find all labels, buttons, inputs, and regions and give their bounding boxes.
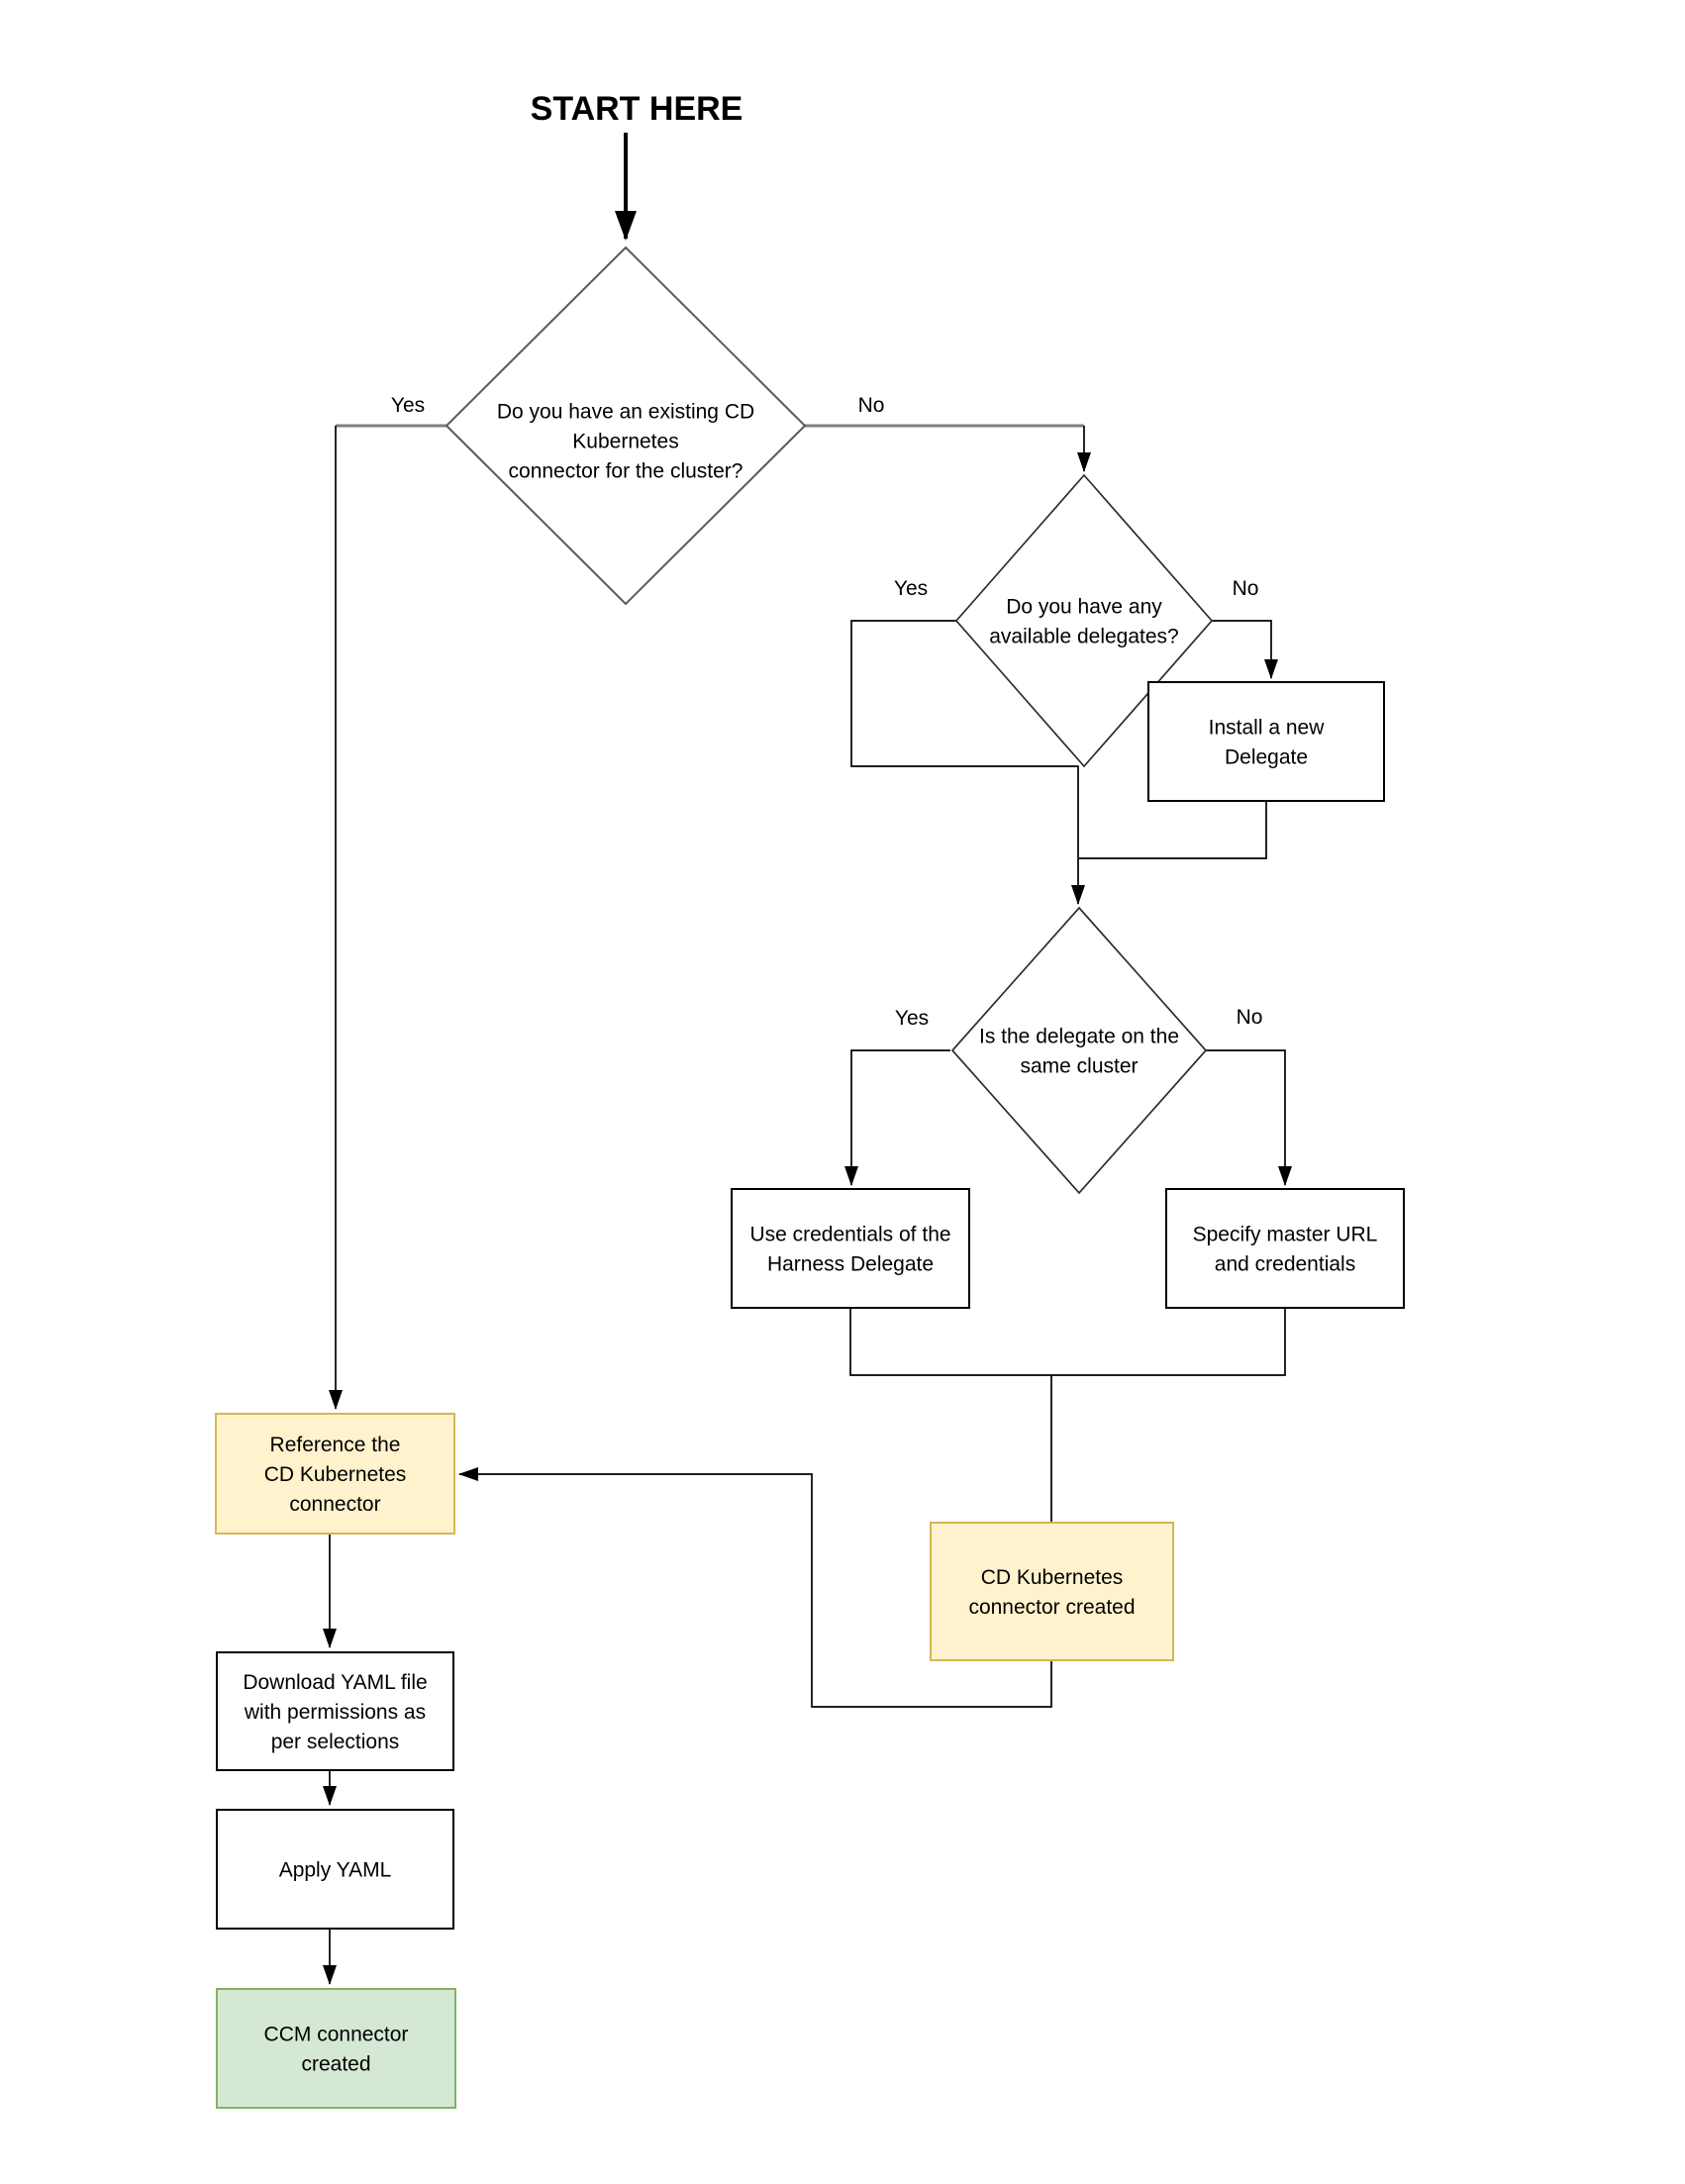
edge-q3-no-path xyxy=(1204,1049,1292,1186)
edge-q2-no-path xyxy=(1212,620,1278,679)
edge-q3-yes-path xyxy=(844,1049,950,1186)
edge-specify-exit xyxy=(1051,1308,1286,1376)
download-yaml-file-shape xyxy=(216,1651,454,1771)
edge-created-to-reference xyxy=(458,1467,1052,1708)
reference-cd-kubernetes-connector-shape xyxy=(215,1413,455,1535)
ccm-connector-created-shape xyxy=(216,1988,456,2109)
q-existing-connector-shape xyxy=(445,246,807,606)
q3-yes-label: Yes xyxy=(895,1007,929,1030)
q1-no-label: No xyxy=(858,394,885,417)
q3-no-label: No xyxy=(1237,1006,1263,1029)
use-credentials-harness-delegate-shape xyxy=(731,1188,970,1309)
q2-no-label: No xyxy=(1233,577,1259,600)
q-delegate-same-cluster-shape xyxy=(950,906,1208,1195)
apply-yaml-shape xyxy=(216,1809,454,1930)
cd-kubernetes-connector-created-shape xyxy=(930,1522,1174,1661)
q2-yes-label: Yes xyxy=(894,577,928,600)
q1-yes-label: Yes xyxy=(391,394,425,417)
node-apply-yaml: Apply YAML xyxy=(216,1809,454,1930)
install-new-delegate-shape xyxy=(1147,681,1385,802)
title-layer: START HERE xyxy=(531,90,743,128)
edges-layer xyxy=(323,133,1292,1985)
apply-yaml-label: Apply YAML xyxy=(279,1858,392,1881)
edge-q2-yes-path xyxy=(850,620,1085,905)
edge-use-credentials-exit xyxy=(849,1308,1051,1376)
edge-install-exit-merge xyxy=(1079,801,1267,859)
specify-master-url-shape xyxy=(1165,1188,1405,1309)
start-here-title: START HERE xyxy=(531,90,743,128)
